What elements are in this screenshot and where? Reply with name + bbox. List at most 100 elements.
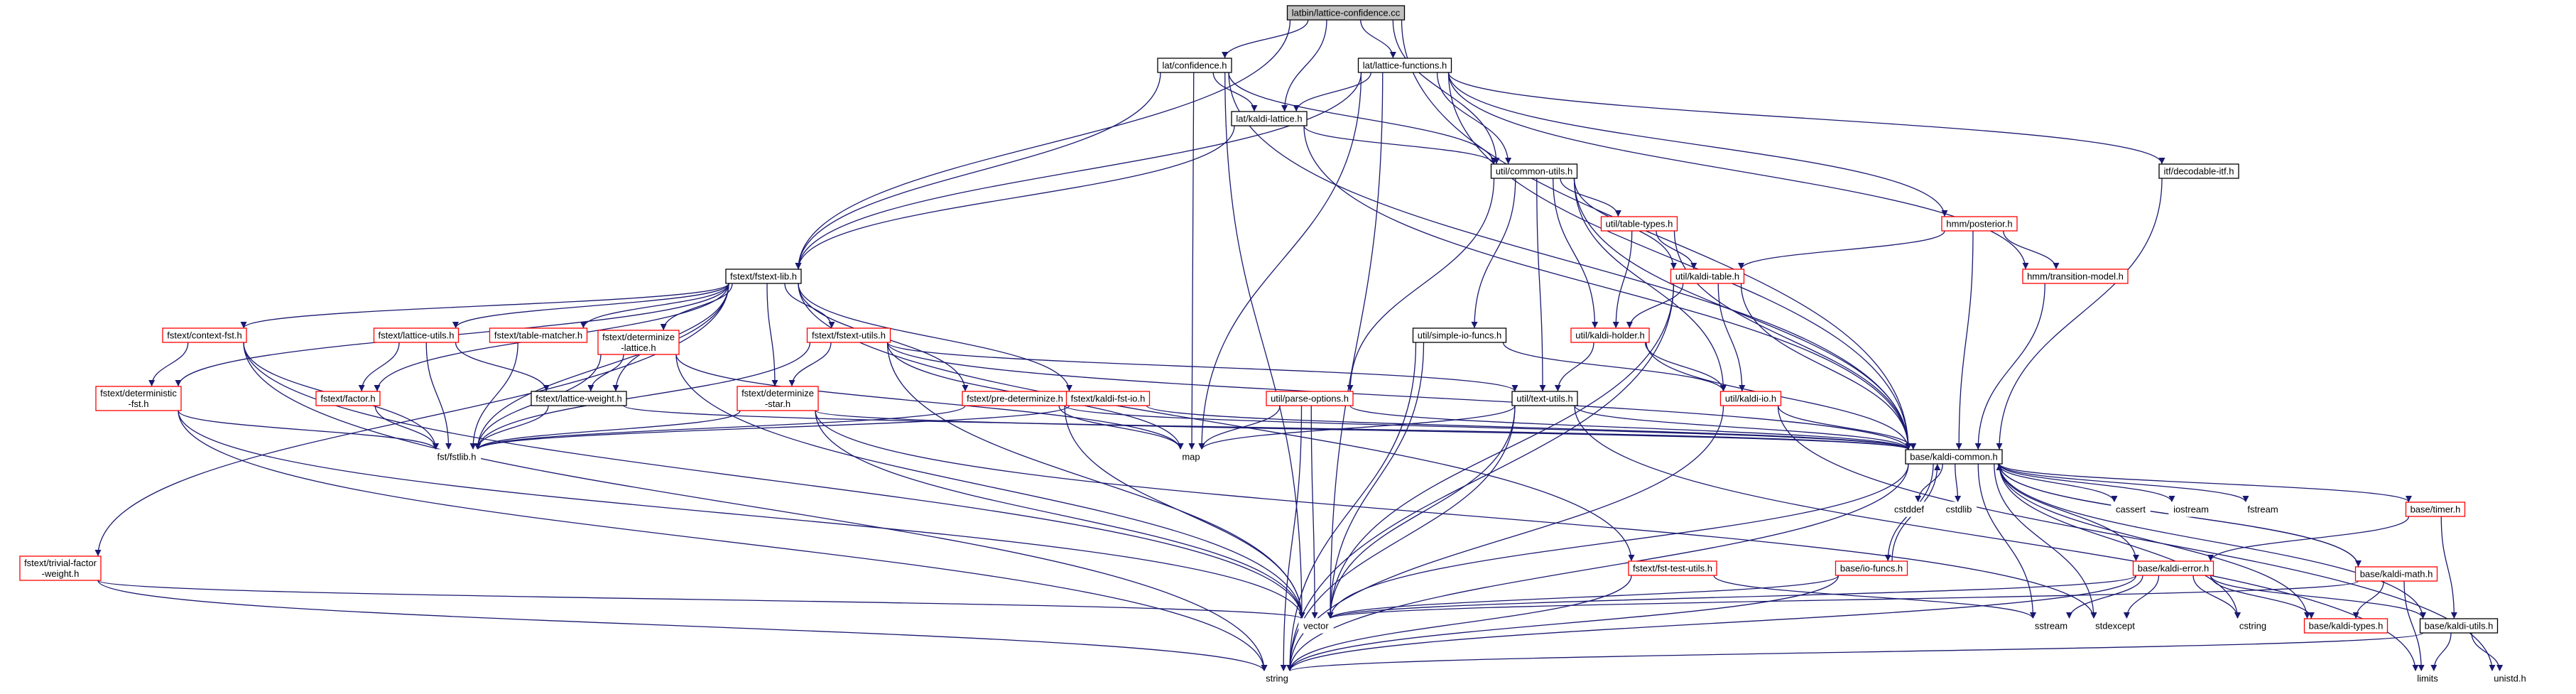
node-fstext-utils[interactable]: fstext/fstext-utils.h	[806, 327, 891, 343]
edge-kaldi-holder-to-kaldi-io	[1644, 342, 1727, 392]
edge-timer-to-kaldi-utils	[2440, 516, 2457, 619]
node-root[interactable]: latbin/lattice-confidence.cc	[1286, 5, 1406, 21]
node-label: fstream	[2247, 504, 2278, 515]
edge-kaldi-math-to-vector	[1327, 580, 2359, 619]
edge-trivial-factor-to-vector	[97, 580, 1305, 619]
edge-kaldi-lattice-to-kaldi-common	[1303, 125, 1912, 450]
node-box	[1835, 560, 1908, 576]
edge-simple-io-to-string	[1286, 342, 1417, 672]
node-box	[2419, 618, 2499, 634]
node-box	[1266, 391, 1354, 406]
node-common-utils[interactable]: util/common-utils.h	[1490, 163, 1578, 179]
edge-common-utils-to-kaldi-io	[1573, 178, 1727, 392]
node-label: util/table-types.h	[1606, 219, 1673, 229]
edge-kaldi-common-to-cstdlib	[1955, 463, 1962, 503]
edge-root-to-kaldi-lattice	[1281, 19, 1327, 112]
node-map: map	[1177, 449, 1205, 465]
node-table-matcher[interactable]: fstext/table-matcher.h	[489, 327, 588, 343]
node-factor[interactable]: fstext/factor.h	[315, 391, 381, 406]
node-box	[1177, 449, 1205, 465]
edge-table-types-to-kaldi-table	[1656, 230, 1697, 270]
node-box	[1231, 111, 1308, 126]
node-determinize-lattice[interactable]: fstext/determinize-lattice.h	[597, 330, 680, 355]
node-box	[1412, 327, 1507, 343]
node-label: lat/lattice-functions.h	[1363, 60, 1447, 71]
node-parse-options[interactable]: util/parse-options.h	[1266, 391, 1354, 406]
node-box	[806, 327, 891, 343]
node-trivial-factor[interactable]: fstext/trivial-factor-weight.h	[19, 555, 102, 581]
edge-kaldi-table-to-string	[1286, 283, 1675, 672]
edge-kaldi-common-to-timer	[1999, 463, 2412, 503]
node-box	[2029, 618, 2073, 634]
edge-pre-determinize-to-map	[1058, 405, 1184, 450]
node-label: util/kaldi-holder.h	[1575, 330, 1645, 341]
node-table-types[interactable]: util/table-types.h	[1600, 216, 1678, 232]
edge-kaldi-fst-io-to-fstlib	[474, 405, 1070, 450]
node-limits: limits	[2412, 671, 2443, 686]
node-kaldi-math[interactable]: base/kaldi-math.h	[2354, 566, 2438, 582]
node-label: sstream	[2035, 621, 2067, 631]
edge-kaldi-error-to-kaldi-utils	[2210, 575, 2426, 619]
edge-lat-conf-to-common-utils	[1228, 72, 1497, 165]
edge-context-fst-to-deterministic-fst	[148, 342, 189, 387]
edge-context-fst-to-vector	[243, 342, 1305, 619]
edge-kaldi-math-to-kaldi-types	[2352, 580, 2384, 619]
node-fst-test-utils[interactable]: fstext/fst-test-utils.h	[1628, 560, 1717, 576]
node-box	[2132, 560, 2214, 576]
node-kaldi-error[interactable]: base/kaldi-error.h	[2132, 560, 2214, 576]
node-kaldi-io[interactable]: util/kaldi-io.h	[1719, 391, 1782, 406]
node-simple-io[interactable]: util/simple-io-funcs.h	[1412, 327, 1507, 343]
node-box	[1570, 327, 1650, 343]
node-determinize-star[interactable]: fstext/determinize-star.h	[737, 386, 819, 411]
node-lattice-utils[interactable]: fstext/lattice-utils.h	[373, 327, 460, 343]
edge-lat-funcs-to-decodable	[1447, 72, 2165, 165]
node-text-utils[interactable]: util/text-utils.h	[1511, 391, 1578, 406]
node-lattice-weight[interactable]: fstext/lattice-weight.h	[531, 391, 627, 406]
node-kaldi-lattice[interactable]: lat/kaldi-lattice.h	[1231, 111, 1308, 126]
node-posterior[interactable]: hmm/posterior.h	[1941, 216, 2018, 232]
node-kaldi-table[interactable]: util/kaldi-table.h	[1670, 269, 1745, 284]
edge-simple-io-to-vector	[1327, 342, 1425, 619]
node-fstext-lib[interactable]: fstext/fstext-lib.h	[725, 269, 802, 284]
node-deterministic-fst[interactable]: fstext/deterministic-fst.h	[95, 386, 182, 411]
edge-fstext-utils-to-determinize-star	[788, 342, 832, 387]
edge-kaldi-common-to-string	[1286, 463, 1909, 672]
edge-io-funcs-to-vector	[1327, 575, 1839, 619]
node-unistd: unistd.h	[2489, 671, 2531, 686]
node-box	[2489, 671, 2531, 686]
node-kaldi-common[interactable]: base/kaldi-common.h	[1905, 449, 2003, 465]
edge-fst-test-utils-to-sstream	[1713, 575, 2036, 619]
node-timer[interactable]: base/timer.h	[2405, 501, 2466, 517]
edge-kaldi-error-to-sstream	[2066, 575, 2143, 619]
node-kaldi-holder[interactable]: util/kaldi-holder.h	[1570, 327, 1650, 343]
edge-fstext-lib-to-context-fst	[240, 283, 729, 329]
edge-kaldi-lattice-to-fstext-lib	[795, 125, 1235, 270]
node-kaldi-utils[interactable]: base/kaldi-utils.h	[2419, 618, 2499, 634]
node-label: fst/fstlib.h	[438, 452, 477, 462]
edge-decodable-to-kaldi-common	[1996, 178, 2163, 450]
node-box	[1905, 449, 2003, 465]
edge-pre-determinize-to-fstlib	[474, 405, 966, 450]
node-kaldi-fst-io[interactable]: fstext/kaldi-fst-io.h	[1065, 391, 1151, 406]
node-context-fst[interactable]: fstext/context-fst.h	[162, 327, 247, 343]
edge-lattice-utils-to-fstlib	[425, 342, 452, 450]
node-decodable[interactable]: itf/decodable-itf.h	[2158, 163, 2239, 179]
node-io-funcs[interactable]: base/io-funcs.h	[1835, 560, 1908, 576]
node-pre-determinize[interactable]: fstext/pre-determinize.h	[962, 391, 1068, 406]
edge-table-matcher-to-fstlib	[469, 342, 518, 450]
node-box	[597, 330, 680, 355]
node-lat-conf[interactable]: lat/confidence.h	[1157, 58, 1232, 73]
node-label: util/simple-io-funcs.h	[1418, 330, 1502, 341]
node-box	[2111, 501, 2151, 517]
node-lat-funcs[interactable]: lat/lattice-functions.h	[1357, 58, 1452, 73]
edge-lattice-weight-to-fstlib	[474, 405, 549, 450]
node-transition[interactable]: hmm/transition-model.h	[2022, 269, 2129, 284]
node-kaldi-types[interactable]: base/kaldi-types.h	[2303, 618, 2388, 634]
edge-fstext-lib-to-lattice-utils	[452, 283, 729, 329]
node-box	[1719, 391, 1782, 406]
node-box	[531, 391, 627, 406]
node-label: fstext/fst-test-utils.h	[1633, 563, 1712, 574]
node-box	[1940, 501, 1977, 517]
edge-fstext-utils-to-text-utils	[886, 342, 1518, 392]
node-stdexcept: stdexcept	[2090, 618, 2140, 634]
